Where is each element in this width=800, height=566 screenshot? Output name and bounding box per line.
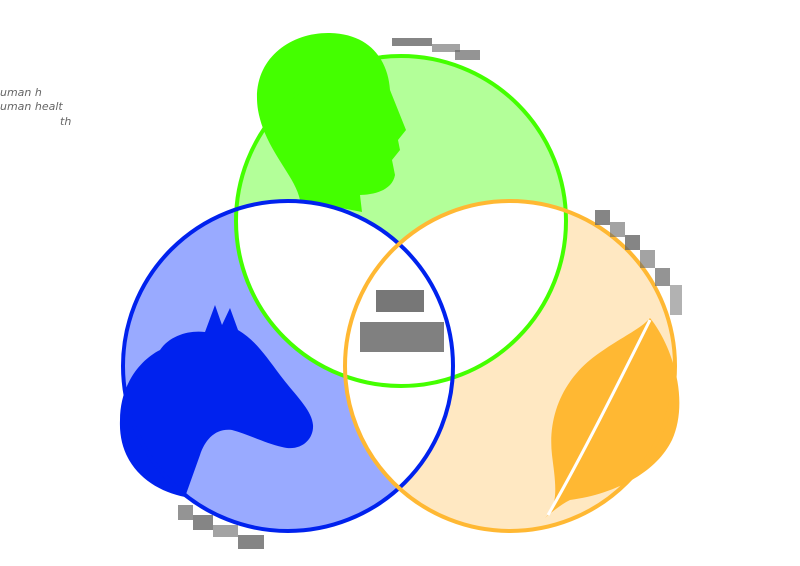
pixelated-label-environment [595,210,682,315]
pixelated-label-human [392,38,480,60]
leaf-icon [545,318,680,518]
animal-circle-outline [121,199,455,533]
pixelated-label-center [360,290,444,352]
overlap-animal-environment [345,201,453,531]
human-circle-outline [234,54,568,388]
environment-circle-outline [343,199,677,533]
text-fragment: uman h [0,86,42,99]
pixelated-label-animal [178,505,264,549]
horse-head-icon [119,305,314,497]
human-head-icon [256,32,406,213]
leaf-vein [546,319,652,516]
text-fragment: th [60,115,72,128]
text-fragment: uman healt [0,100,63,113]
